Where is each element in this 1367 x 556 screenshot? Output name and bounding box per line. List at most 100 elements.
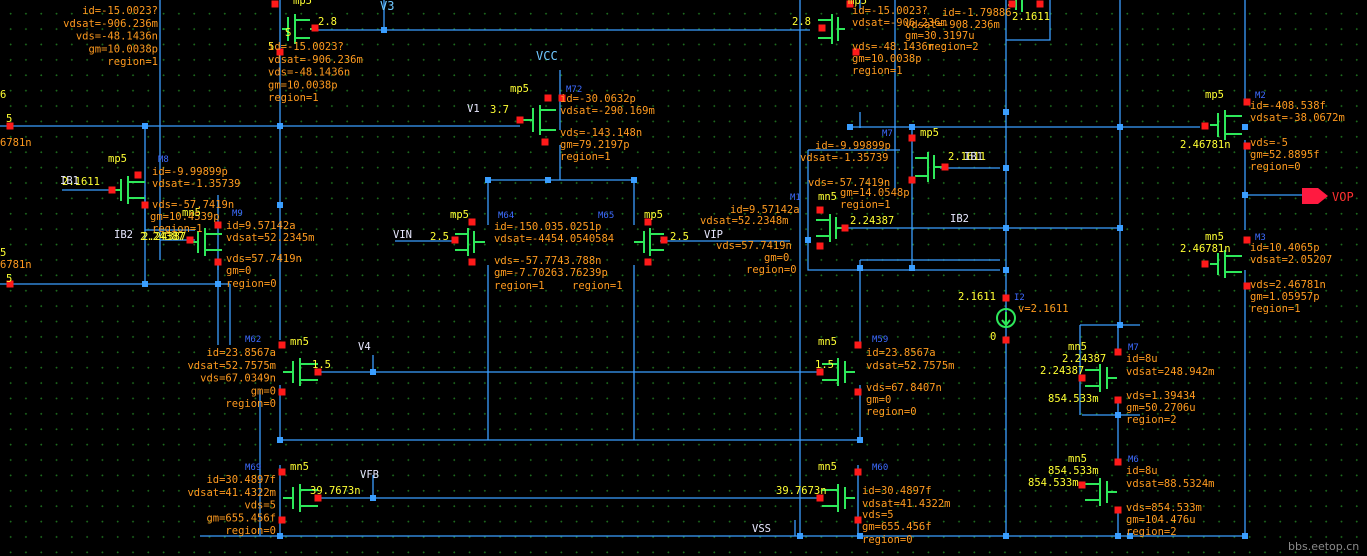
ann-M7a-4: region=1 xyxy=(840,199,891,211)
symbol-M72 xyxy=(520,105,556,135)
pin-marker-57[interactable] xyxy=(1036,0,1044,8)
pin-marker-25[interactable] xyxy=(816,206,824,214)
ann-M9-3: gm=0 xyxy=(226,265,251,277)
ann-M9-0: id=9.57142a xyxy=(226,220,296,232)
pin-marker-2[interactable] xyxy=(311,24,319,32)
pin-marker-26[interactable] xyxy=(816,242,824,250)
pin-marker-21[interactable] xyxy=(660,236,668,244)
symbol-M1 xyxy=(816,214,845,242)
pin-marker-13[interactable] xyxy=(214,221,222,229)
ann-M60-4: region=0 xyxy=(862,534,913,546)
pin-marker-24[interactable] xyxy=(941,163,949,171)
pin-marker-15[interactable] xyxy=(186,236,194,244)
pin-marker-10[interactable] xyxy=(134,171,142,179)
pin-marker-32[interactable] xyxy=(1243,282,1251,290)
net-v3: V3 xyxy=(380,0,394,13)
pin-marker-55[interactable] xyxy=(6,280,14,288)
pin-marker-41[interactable] xyxy=(278,516,286,524)
pin-marker-30[interactable] xyxy=(1201,122,1209,130)
mp5-topleft-ann-4: region=1 xyxy=(107,56,158,68)
vop-output-pin[interactable] xyxy=(1302,188,1328,204)
gate-M3: 2.46781n xyxy=(1180,243,1231,255)
gate-topleft: 2.8 xyxy=(318,16,337,28)
symbol-M7b xyxy=(1085,364,1117,392)
pin-marker-45[interactable] xyxy=(816,494,824,502)
pin-marker-9[interactable] xyxy=(541,138,549,146)
pin-marker-14[interactable] xyxy=(214,258,222,266)
pin-marker-56[interactable] xyxy=(1008,0,1016,8)
pin-marker-51[interactable] xyxy=(1078,481,1086,489)
pin-marker-49[interactable] xyxy=(1114,458,1122,466)
pin-marker-35[interactable] xyxy=(278,388,286,396)
pin-marker-11[interactable] xyxy=(141,201,149,209)
ann-M9-2: vds=57.7419n xyxy=(226,253,302,265)
pin-marker-19[interactable] xyxy=(644,218,652,226)
pin-marker-44[interactable] xyxy=(854,516,862,524)
pin-marker-23[interactable] xyxy=(908,176,916,184)
gate-M1: 2.24387 xyxy=(850,215,894,227)
pin-marker-17[interactable] xyxy=(468,258,476,266)
symbol-mp5-topleft xyxy=(282,14,318,44)
junction-dot-30 xyxy=(1127,533,1133,539)
pin-marker-1[interactable] xyxy=(276,48,284,56)
pin-marker-7[interactable] xyxy=(558,94,566,102)
pin-marker-46[interactable] xyxy=(1114,348,1122,356)
symbol-M65 xyxy=(634,228,664,256)
pin-marker-18[interactable] xyxy=(451,236,459,244)
pin-marker-40[interactable] xyxy=(278,468,286,476)
ann-M1-4: region=0 xyxy=(746,264,797,276)
pin-marker-34[interactable] xyxy=(278,341,286,349)
net-vss: VSS xyxy=(752,523,771,535)
ann-M72-0: id=-30.0632p xyxy=(560,93,636,105)
ann-M60-2: vds=5 xyxy=(862,509,894,521)
ann-M6-4: region=2 xyxy=(1126,526,1177,538)
ann-M2-3: gm=52.8895f xyxy=(1250,149,1320,161)
pin-marker-39[interactable] xyxy=(816,368,824,376)
name-M64: M64 xyxy=(498,211,514,221)
pin-marker-47[interactable] xyxy=(1114,396,1122,404)
junction-dot-4 xyxy=(142,281,148,287)
pin-marker-31[interactable] xyxy=(1243,236,1251,244)
drain-M7b: 2.24387 xyxy=(1062,353,1106,365)
pin-marker-29[interactable] xyxy=(1243,142,1251,150)
pin-marker-36[interactable] xyxy=(314,368,322,376)
symbol-M3 xyxy=(1210,250,1242,278)
pin-marker-27[interactable] xyxy=(841,224,849,232)
junction-dot-3 xyxy=(277,202,283,208)
pin-marker-6[interactable] xyxy=(544,94,552,102)
pin-marker-16[interactable] xyxy=(468,218,476,226)
ann-M7a-3: gm=14.0548p xyxy=(840,187,910,199)
pin-marker-22[interactable] xyxy=(908,134,916,142)
net-vcc: VCC xyxy=(536,49,558,63)
left-n5: 5 xyxy=(6,273,12,285)
junction-dot-33 xyxy=(1117,124,1123,130)
net-v1: V1 xyxy=(467,103,480,115)
pin-marker-0[interactable] xyxy=(271,0,279,8)
junction-dot-0 xyxy=(381,27,387,33)
pin-marker-52[interactable] xyxy=(1002,294,1010,302)
junction-dot-6 xyxy=(545,177,551,183)
pin-marker-54[interactable] xyxy=(6,122,14,130)
pin-marker-12[interactable] xyxy=(108,186,116,194)
pin-marker-8[interactable] xyxy=(516,116,524,124)
pin-marker-48[interactable] xyxy=(1078,374,1086,382)
symbol-mp5-topright xyxy=(818,14,845,44)
pin-marker-20[interactable] xyxy=(644,258,652,266)
pin-marker-38[interactable] xyxy=(854,388,862,396)
pin-marker-4[interactable] xyxy=(852,48,860,56)
pin-marker-33[interactable] xyxy=(1201,260,1209,268)
pin-marker-53[interactable] xyxy=(1002,336,1010,344)
pin-marker-3[interactable] xyxy=(846,0,854,8)
left-n4: 6781n xyxy=(0,259,32,271)
pin-marker-42[interactable] xyxy=(314,494,322,502)
pin-marker-28[interactable] xyxy=(1243,98,1251,106)
text-layer: mp5id=-15.0023?vdsat=-906.236mvds=-48.14… xyxy=(0,0,1354,546)
pin-marker-37[interactable] xyxy=(854,341,862,349)
junction-dot-31 xyxy=(805,237,811,243)
pin-marker-43[interactable] xyxy=(854,468,862,476)
pin-marker-50[interactable] xyxy=(1114,506,1122,514)
M69-ann-0: id=30.4897f xyxy=(206,474,276,486)
pin-marker-5[interactable] xyxy=(818,24,826,32)
